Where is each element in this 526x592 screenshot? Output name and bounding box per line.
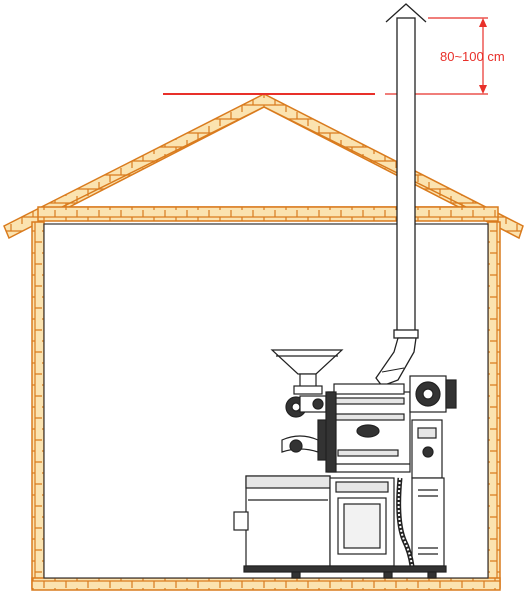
floor [31,577,501,591]
foot-right [427,571,437,579]
pipe-elbow [375,337,417,387]
pipe-joint [393,329,419,339]
dimension-label: 80~100 cm [440,49,505,64]
coffee-roaster [233,349,457,579]
base-right-cabinet [411,477,445,567]
exhaust-pipe [375,3,427,387]
arrow-down-icon [479,85,487,94]
foot-center [383,571,393,579]
base-frame [243,565,447,573]
height-dimension: 80~100 cm [163,17,505,95]
tray-handle [233,511,249,531]
brand-badge [356,424,380,438]
cooling-tray [245,475,331,567]
foot-left [291,571,301,579]
pipe-top-arrow-icon [385,3,427,23]
arrow-up-icon [479,18,487,27]
right-wall [487,221,501,589]
ceiling [37,206,499,222]
left-wall [31,221,45,589]
pipe-shaft [396,17,416,337]
